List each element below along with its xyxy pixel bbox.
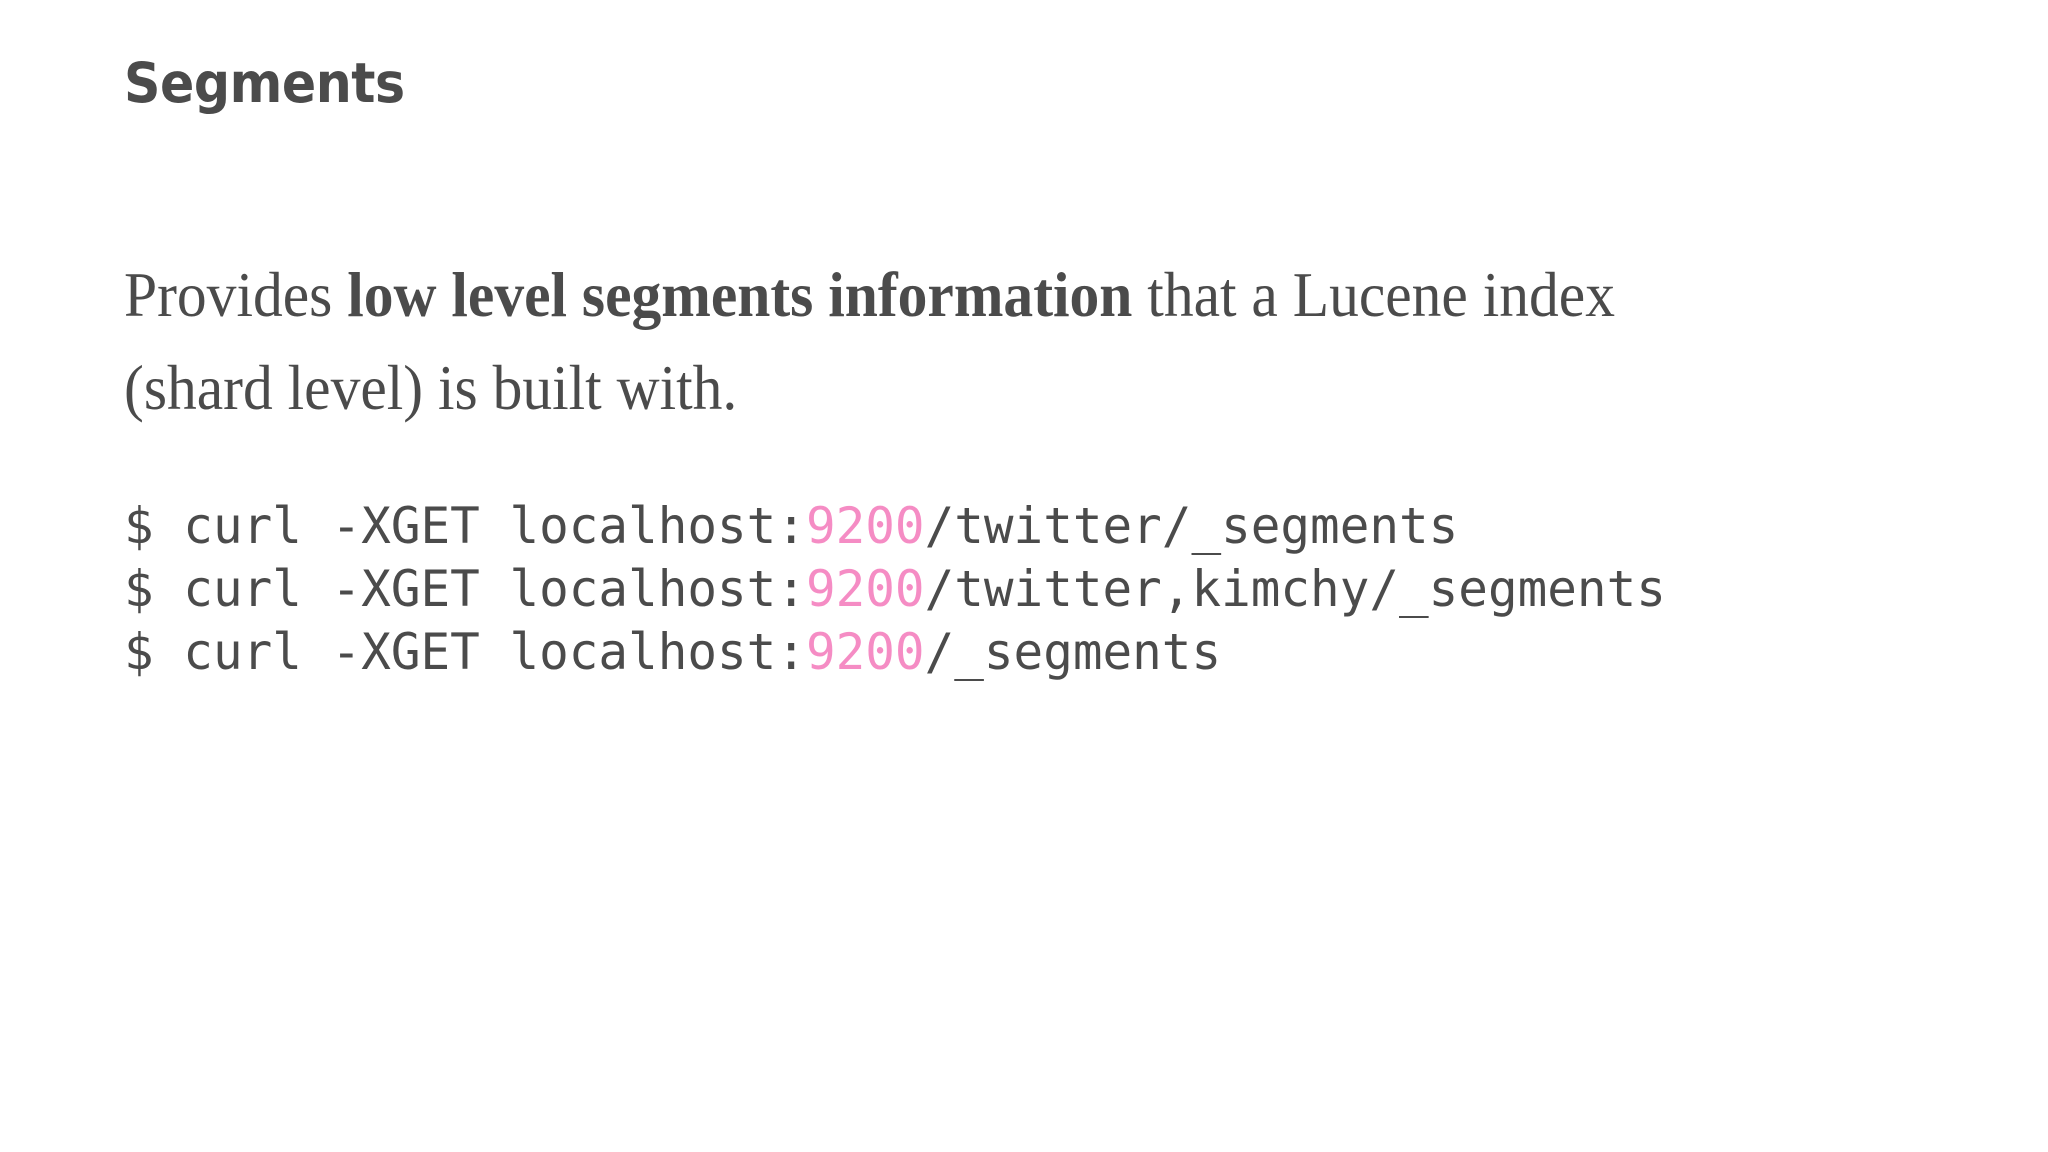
body-bold-phrase: low level segments information [347, 259, 1133, 330]
code-path-suffix: /_segments [924, 623, 1222, 681]
body-tail-text: that a Lucene index (shard level) is bui… [124, 259, 1615, 423]
code-command-prefix: $ curl -XGET localhost: [124, 497, 806, 555]
body-paragraph: Provides low level segments information … [124, 248, 1649, 434]
code-path-suffix: /twitter,kimchy/_segments [924, 560, 1666, 618]
code-path-suffix: /twitter/_segments [924, 497, 1459, 555]
code-line[interactable]: $ curl -XGET localhost:9200/twitter,kimc… [124, 558, 1666, 621]
code-port-number: 9200 [805, 560, 925, 618]
code-port-number: 9200 [805, 497, 925, 555]
code-block[interactable]: $ curl -XGET localhost:9200/twitter/_seg… [124, 495, 1666, 684]
code-port-number: 9200 [805, 623, 925, 681]
code-line[interactable]: $ curl -XGET localhost:9200/_segments [124, 621, 1666, 684]
page-title: Segments [124, 51, 405, 115]
body-lead-text: Provides [124, 259, 348, 330]
code-command-prefix: $ curl -XGET localhost: [124, 560, 806, 618]
code-command-prefix: $ curl -XGET localhost: [124, 623, 806, 681]
code-line[interactable]: $ curl -XGET localhost:9200/twitter/_seg… [124, 495, 1666, 558]
